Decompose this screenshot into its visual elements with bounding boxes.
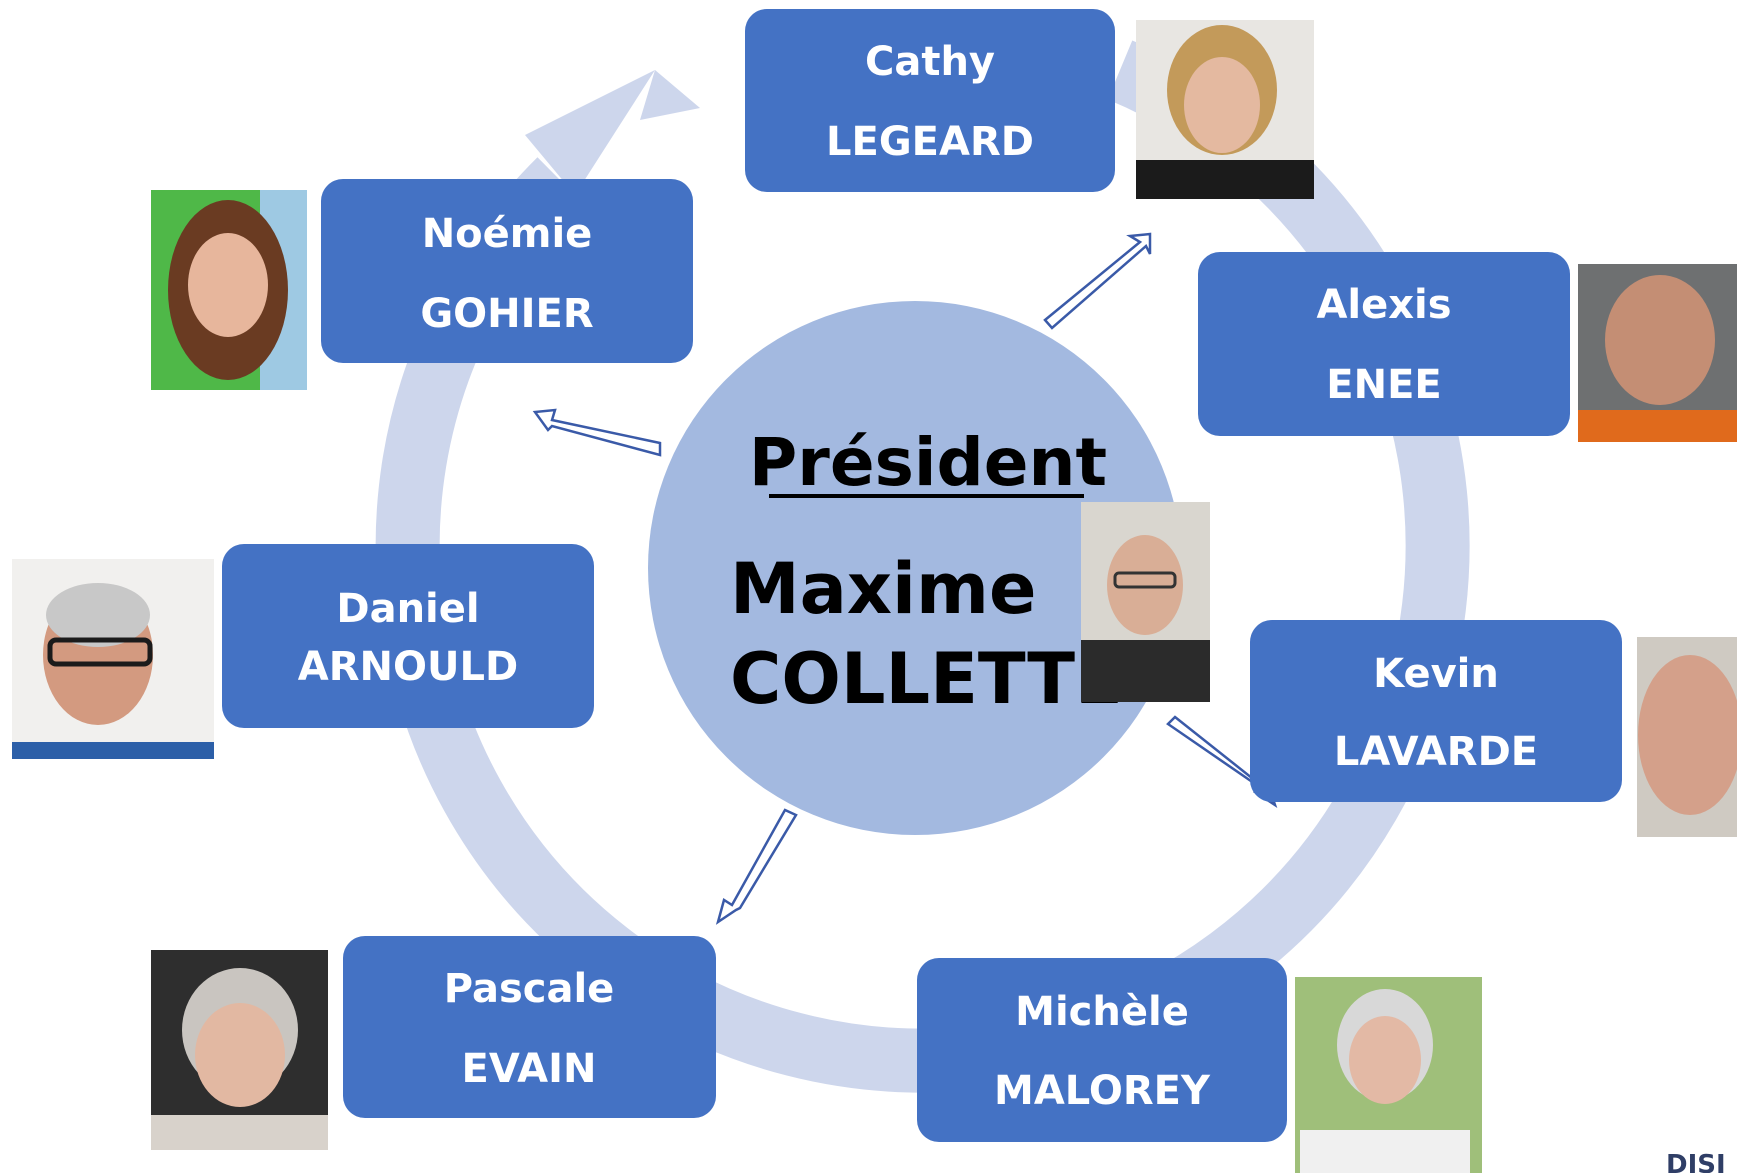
footer-mark: DISI (1666, 1150, 1726, 1173)
block-arrows (532, 232, 1278, 925)
portrait-photo-president (1081, 502, 1210, 702)
member-last-name: LAVARDE (1334, 729, 1538, 775)
member-last-name: GOHIER (420, 291, 593, 337)
member-last-name: ENEE (1326, 362, 1441, 408)
member-box-alexis: Alexis ENEE (1198, 252, 1570, 436)
member-last-name: ARNOULD (298, 644, 518, 690)
portrait-photo-cathy (1136, 20, 1314, 199)
ring-arrowhead (525, 70, 655, 195)
arrow-to-pascale (715, 808, 798, 925)
portrait-photo-kevin (1637, 637, 1737, 837)
member-first-name: Cathy (865, 39, 995, 85)
member-box-michele: Michèle MALOREY (917, 958, 1287, 1142)
president-circle (648, 301, 1182, 835)
member-box-noemie: Noémie GOHIER (321, 179, 693, 363)
member-last-name: MALOREY (994, 1068, 1211, 1114)
member-first-name: Michèle (1015, 989, 1189, 1035)
arrow-to-cathy (1043, 232, 1152, 330)
member-first-name: Kevin (1373, 651, 1499, 697)
member-first-name: Daniel (336, 586, 479, 632)
portrait-photo-daniel (12, 559, 214, 759)
portrait-photo-michele (1295, 977, 1482, 1173)
president-title: Président (749, 424, 1107, 501)
member-box-pascale: Pascale EVAIN (343, 936, 716, 1118)
member-first-name: Alexis (1316, 282, 1451, 328)
arrow-to-noemie (532, 408, 662, 457)
member-box-kevin: Kevin LAVARDE (1250, 620, 1622, 802)
ring-arrowhead-tip (640, 70, 700, 120)
portrait-photo-alexis (1578, 264, 1737, 442)
president-first-name: Maxime (730, 548, 1036, 630)
president-last-name: COLLETTE (730, 638, 1123, 720)
member-last-name: LEGEARD (826, 119, 1034, 165)
member-first-name: Pascale (444, 966, 615, 1012)
president-block: Président Maxime COLLETTE (730, 424, 1123, 720)
member-box-daniel: Daniel ARNOULD (222, 544, 594, 728)
member-box-cathy: Cathy LEGEARD (745, 9, 1115, 192)
member-last-name: EVAIN (462, 1046, 597, 1092)
member-first-name: Noémie (422, 211, 593, 257)
portrait-photo-noemie (151, 190, 307, 390)
portrait-photo-pascale (151, 950, 328, 1150)
